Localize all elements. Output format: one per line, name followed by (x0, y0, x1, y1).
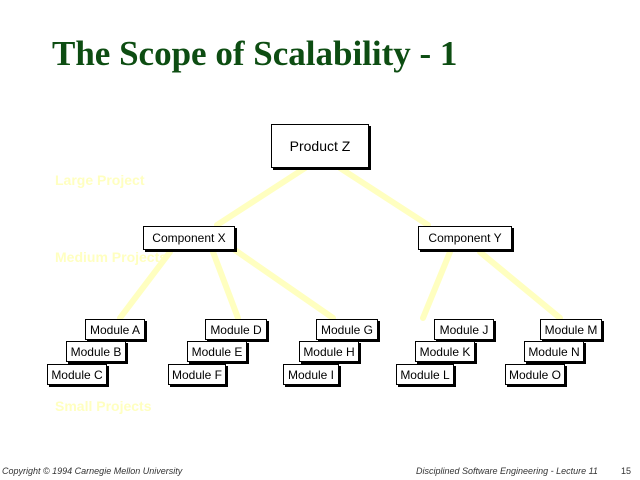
module-a-node: Module A (85, 319, 145, 340)
component-y-node: Component Y (418, 226, 512, 250)
connector-y-mo (477, 249, 563, 321)
module-n-node: Module N (524, 341, 584, 362)
connector-x-ac (117, 249, 173, 321)
connector-y-jl (420, 249, 453, 321)
module-o-node: Module O (505, 364, 565, 385)
connector-z-y (337, 165, 431, 228)
module-j-node: Module J (434, 319, 494, 340)
connector-z-x (214, 165, 308, 228)
slide-title: The Scope of Scalability - 1 (52, 34, 458, 73)
small-projects-label: Small Projects (55, 398, 152, 414)
component-x-node: Component X (143, 226, 235, 250)
large-project-label: Large Project (55, 172, 145, 188)
module-b-node: Module B (66, 341, 126, 362)
module-l-node: Module L (396, 364, 454, 385)
connector-x-df (210, 249, 241, 321)
copyright-footer: Copyright © 1994 Carnegie Mellon Univers… (2, 466, 183, 476)
module-h-node: Module H (299, 341, 359, 362)
product-z-node: Product Z (271, 124, 369, 168)
module-d-node: Module D (205, 319, 267, 340)
module-k-node: Module K (415, 341, 475, 362)
connector-x-gi (229, 245, 336, 321)
page-number: 15 (621, 466, 632, 476)
module-i-node: Module I (283, 364, 339, 385)
module-f-node: Module F (168, 364, 226, 385)
module-m-node: Module M (540, 319, 602, 340)
course-footer: Disciplined Software Engineering - Lectu… (416, 466, 598, 476)
module-e-node: Module E (187, 341, 247, 362)
medium-projects-label: Medium Projects (55, 249, 168, 265)
module-c-node: Module C (47, 364, 107, 385)
module-g-node: Module G (316, 319, 378, 340)
